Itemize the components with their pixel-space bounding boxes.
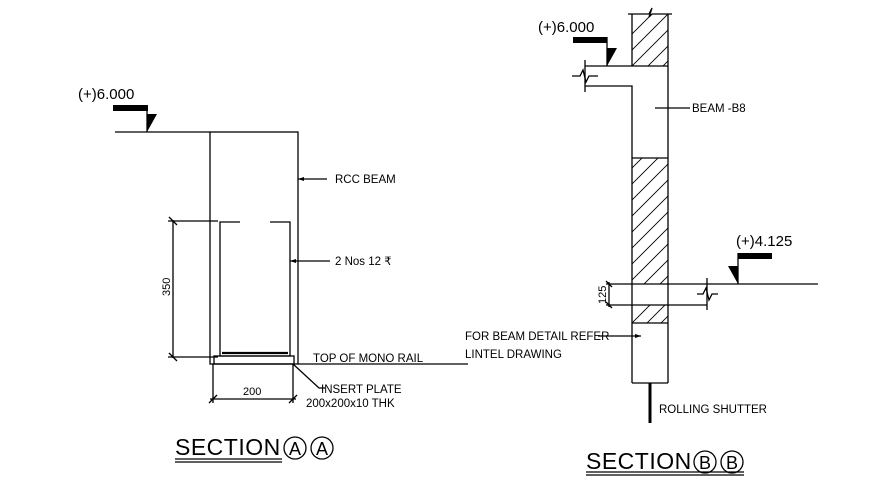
level-text: (+)4.125: [736, 233, 792, 250]
level-triangle-icon: [728, 266, 738, 284]
dim-tick: [605, 301, 613, 309]
refer-label-line2: LINTEL DRAWING: [465, 349, 562, 361]
top-of-rail-label: TOP OF MONO RAIL: [313, 353, 424, 365]
dim-tick: [168, 352, 178, 362]
stirrup-line: [219, 221, 291, 357]
rebar-label: 2 Nos 12 ₹: [335, 256, 392, 268]
level-bar: [738, 253, 772, 259]
insert-plate: [213, 355, 295, 365]
hatch: [632, 305, 668, 323]
level-marker-6000-a: (+)6.000: [78, 86, 210, 133]
rcc-beam-outline: [209, 131, 299, 365]
level-bar: [113, 105, 148, 111]
level-marker-4125: (+)4.125: [728, 233, 792, 284]
slab-bottom: [585, 85, 633, 158]
stirrup: [219, 221, 291, 357]
insert-plate-leader: [292, 363, 325, 389]
dimension-125: 125: [597, 280, 632, 309]
section-a-a: (+)6.000 TOP OF MONO RAIL RCC BEAM 2 Nos…: [78, 86, 468, 463]
section-mark-b: B: [699, 453, 711, 473]
level-triangle-icon: [147, 114, 157, 132]
section-a-title: SECTION A A: [175, 434, 334, 463]
insert-plate-label: INSERT PLATE: [321, 384, 402, 396]
level-text: (+)6.000: [78, 86, 134, 103]
level-bar: [573, 37, 607, 43]
break-symbol-icon: [572, 68, 598, 84]
rebar-symbol: ₹: [384, 256, 392, 268]
section-mark-a: A: [316, 439, 328, 459]
dim-text-125: 125: [597, 286, 609, 304]
break-symbol-icon: [697, 286, 718, 302]
brick-wall-lower: [632, 305, 668, 384]
level-text: (+)6.000: [538, 19, 594, 36]
brick-wall-top: [628, 7, 672, 383]
dim-text-350: 350: [161, 278, 173, 296]
lintel-slab: [606, 278, 818, 310]
section-mark-b: B: [726, 453, 738, 473]
level-triangle-icon: [607, 48, 617, 66]
dimension-200: 200: [208, 364, 298, 404]
section-title-text: SECTION: [175, 434, 281, 460]
section-b-b: BEAM -B8 (+)6.000: [465, 7, 818, 476]
arrow-icon: [298, 177, 304, 181]
level-marker-6000-b: (+)6.000: [538, 19, 617, 66]
rolling-shutter-label: ROLLING SHUTTER: [659, 404, 767, 416]
arrow-icon: [635, 334, 641, 338]
section-b-title: SECTION B B: [586, 448, 744, 476]
section-mark-circle: [283, 436, 307, 460]
section-mark-circle: [310, 436, 334, 460]
section-mark-circle: [720, 450, 744, 474]
dim-tick: [288, 394, 298, 404]
beam-b8-label: BEAM -B8: [692, 103, 746, 115]
arrow-icon: [290, 259, 296, 263]
dimension-350: 350: [161, 216, 218, 362]
brick-wall-middle: [631, 158, 668, 383]
dim-tick: [605, 280, 613, 288]
section-mark-a: A: [289, 439, 301, 459]
dim-tick: [208, 394, 218, 404]
dim-text-200: 200: [243, 386, 261, 398]
refer-label-line1: FOR BEAM DETAIL REFER: [465, 331, 609, 343]
hatch: [632, 158, 668, 284]
section-mark-circle: [693, 450, 717, 474]
rcc-beam-label: RCC BEAM: [335, 174, 396, 186]
section-title-text: SECTION: [586, 448, 692, 474]
beam-b8: BEAM -B8: [572, 60, 746, 159]
insert-plate-size: 200x200x10 THK: [306, 398, 395, 410]
dim-tick: [168, 216, 178, 226]
